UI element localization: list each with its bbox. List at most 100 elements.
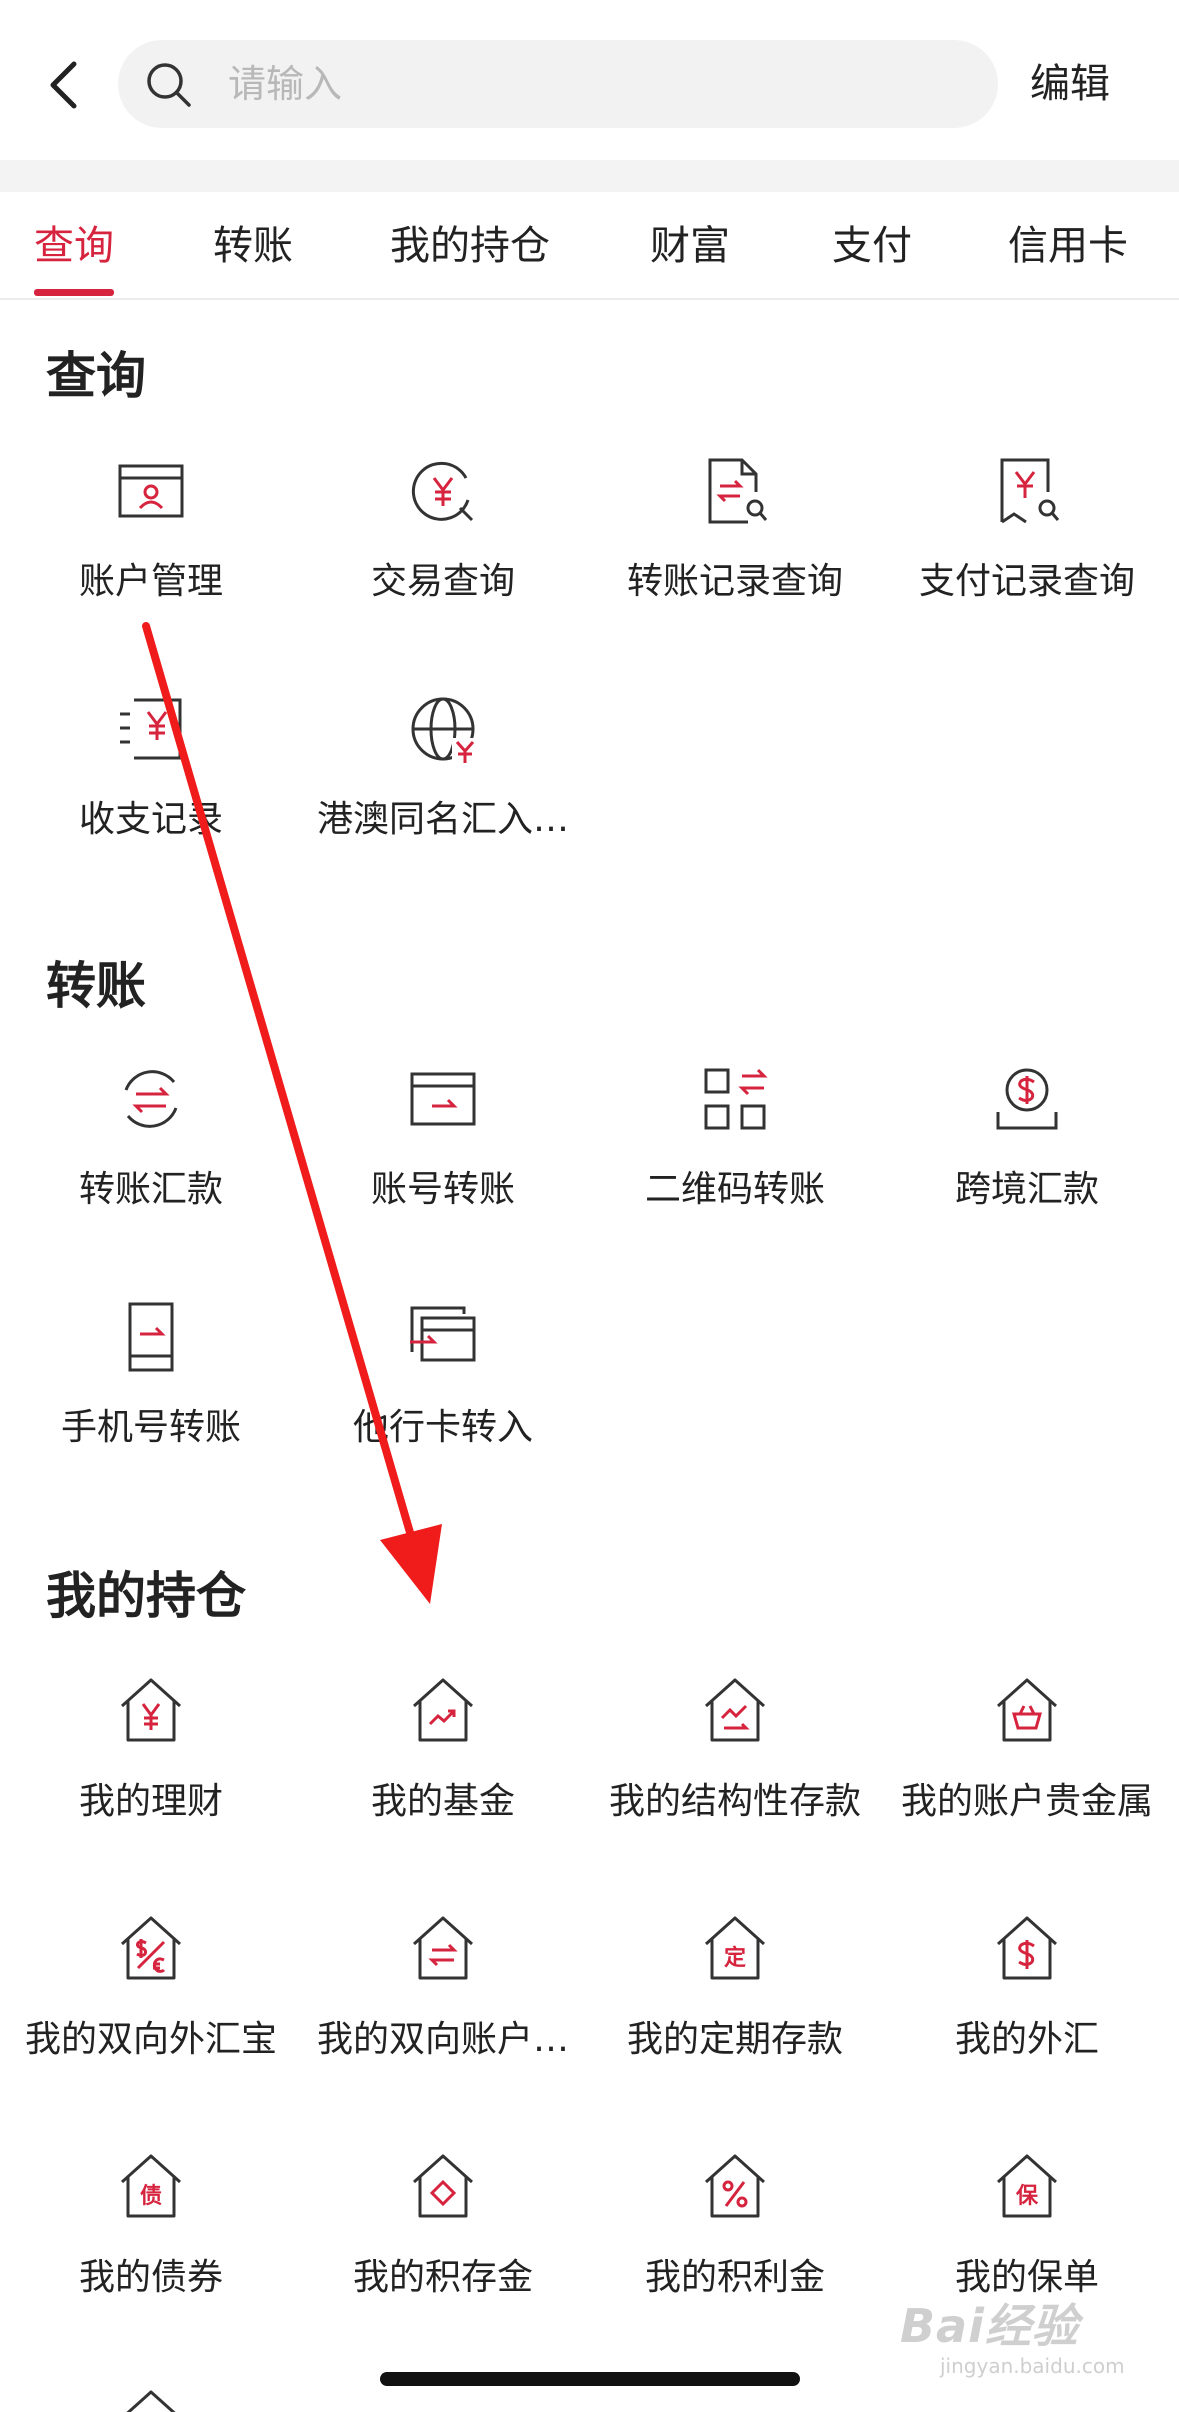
house-dollar-euro-icon (120, 1916, 182, 1980)
item-label: 账号转账 (370, 1169, 515, 1210)
house-insurance-icon: 保 (996, 2154, 1058, 2218)
circular-transfer-icon (124, 1070, 178, 1128)
search-placeholder: 请输入 (228, 62, 343, 106)
grid-item-other-bank-card-in[interactable]: 他行卡转入 (297, 1302, 589, 1472)
item-label: 账户管理 (78, 561, 223, 602)
insurance-glyph: 保 (1015, 2184, 1039, 2209)
qr-transfer-icon (704, 1068, 768, 1130)
tab-label: 我的持仓 (390, 223, 550, 269)
back-button[interactable] (38, 55, 88, 115)
house-bond-icon: 债 (120, 2154, 182, 2218)
grid-item-my-two-way-forex[interactable]: 我的双向外汇宝 (5, 1914, 297, 2084)
watermark: Bai经验 jingyan.baidu.com (900, 2290, 1170, 2400)
item-label: 收支记录 (78, 799, 223, 840)
tab-payment[interactable]: 支付 (832, 192, 912, 300)
grid-item-my-wealth-products[interactable]: 我的理财 (5, 1676, 297, 1846)
card-arrow-icon (410, 1072, 476, 1126)
item-label: 手机号转账 (60, 1407, 241, 1448)
grid-item-cross-border-remit[interactable]: 跨境汇款 (881, 1064, 1173, 1234)
item-label: 支付记录查询 (918, 561, 1135, 602)
item-label: 转账记录查询 (626, 561, 843, 602)
grid-item-my-precious-metals[interactable]: 我的账户贵金属 (881, 1676, 1173, 1846)
grid-item-transaction-query[interactable]: 交易查询 (297, 456, 589, 626)
top-bar: 请输入 编辑 (0, 0, 1179, 150)
grid-item-my-bonds[interactable]: 债 我的债券 (5, 2152, 297, 2322)
grid-item-my-fixed-deposit[interactable]: 定 我的定期存款 (589, 1914, 881, 2084)
item-label: 我的双向账户… (316, 2019, 569, 2060)
grid-item-payment-record-query[interactable]: 支付记录查询 (881, 456, 1173, 626)
section-title-holdings: 我的持仓 (46, 1567, 246, 1625)
divider (0, 160, 1179, 192)
section-title-transfer: 转账 (46, 957, 146, 1015)
item-label: 跨境汇款 (954, 1169, 1099, 1210)
dollar-tray-icon (996, 1068, 1058, 1130)
house-percent-icon (704, 2154, 766, 2218)
grid-item-transfer-remit[interactable]: 转账汇款 (5, 1064, 297, 1234)
tab-label: 信用卡 (1008, 223, 1128, 269)
grid-item-my-interest-gold[interactable]: 我的积利金 (589, 2152, 881, 2322)
tab-label: 查询 (34, 223, 114, 269)
fixed-glyph: 定 (724, 1945, 746, 1971)
tab-query[interactable]: 查询 (34, 192, 114, 300)
grid-item-account-management[interactable]: 账户管理 (5, 456, 297, 626)
item-label: 我的积利金 (644, 2257, 825, 2298)
grid-item-income-expense[interactable]: 收支记录 (5, 694, 297, 864)
house-exchange-icon (412, 1916, 474, 1980)
house-yen-icon (120, 1678, 182, 1742)
income-expense-icon (120, 698, 182, 760)
grid-item-qr-transfer[interactable]: 二维码转账 (589, 1064, 881, 1234)
item-label: 转账汇款 (78, 1169, 223, 1210)
tab-label: 支付 (832, 223, 912, 269)
grid-item-my-gold-accumulation[interactable]: 我的积存金 (297, 2152, 589, 2322)
item-label: 我的积存金 (352, 2257, 533, 2298)
grid-item-account-transfer[interactable]: 账号转账 (297, 1064, 589, 1234)
item-label: 港澳同名汇入… (316, 799, 569, 840)
tab-transfer[interactable]: 转账 (213, 192, 293, 300)
edit-button[interactable]: 编辑 (1030, 61, 1110, 107)
tab-credit-card[interactable]: 信用卡 (1008, 192, 1128, 300)
tab-label: 转账 (213, 223, 293, 269)
section-title-query: 查询 (46, 347, 146, 405)
grid-item-my-forex[interactable]: 我的外汇 (881, 1914, 1173, 2084)
item-label: 我的定期存款 (626, 2019, 843, 2060)
grid-item-hk-macau-inbound[interactable]: 港澳同名汇入… (297, 694, 589, 864)
search-icon (147, 63, 191, 107)
phone-transfer-icon (128, 1302, 174, 1372)
payment-doc-search-icon (1000, 458, 1060, 524)
house-fixed-icon: 定 (704, 1916, 766, 1980)
item-label: 我的双向外汇宝 (24, 2019, 277, 2060)
chevron-left-icon (50, 61, 77, 109)
item-label: 我的债券 (78, 2257, 223, 2298)
globe-yen-icon (411, 697, 478, 764)
grid-item-my-two-way-account[interactable]: 我的双向账户… (297, 1914, 589, 2084)
grid-item-my-structured-deposit[interactable]: 我的结构性存款 (589, 1676, 881, 1846)
yen-search-icon (411, 461, 474, 522)
home-indicator[interactable] (380, 2372, 800, 2386)
house-basket-icon (996, 1678, 1058, 1742)
item-label: 他行卡转入 (352, 1407, 533, 1448)
active-tab-indicator (34, 289, 114, 296)
item-label: 交易查询 (370, 561, 515, 602)
grid-item-phone-transfer[interactable]: 手机号转账 (5, 1302, 297, 1472)
grid-item-transfer-record-query[interactable]: 转账记录查询 (589, 456, 881, 626)
house-diamond-icon (412, 2154, 474, 2218)
item-label: 我的基金 (370, 1781, 515, 1822)
transfer-doc-search-icon (708, 458, 768, 524)
partial-house-icon (126, 2390, 176, 2412)
house-dollar-icon (996, 1916, 1058, 1980)
tab-holdings[interactable]: 我的持仓 (390, 192, 550, 300)
bond-glyph: 债 (140, 2184, 162, 2209)
item-label: 我的理财 (78, 1781, 223, 1822)
house-chart-icon (412, 1678, 474, 1742)
item-label: 我的结构性存款 (608, 1781, 861, 1822)
category-tabs: 查询 转账 我的持仓 财富 支付 信用卡 (0, 192, 1179, 300)
grid-item-my-funds[interactable]: 我的基金 (297, 1676, 589, 1846)
grid-item-my-insurance[interactable]: 保 我的保单 (881, 2152, 1173, 2322)
watermark-url: jingyan.baidu.com (940, 2354, 1125, 2378)
item-label: 我的账户贵金属 (900, 1781, 1153, 1822)
watermark-brand: Bai经验 (900, 2299, 1079, 2353)
search-input[interactable]: 请输入 (118, 40, 998, 128)
item-label: 二维码转账 (644, 1169, 825, 1210)
tab-wealth[interactable]: 财富 (650, 192, 730, 300)
account-card-icon (118, 464, 184, 518)
